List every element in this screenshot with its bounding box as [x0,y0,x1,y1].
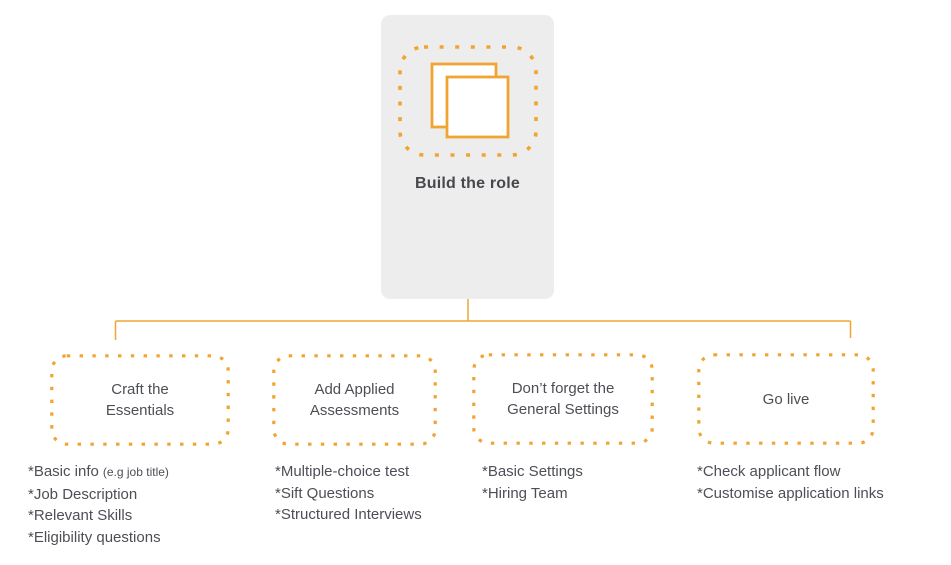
dotted-border [50,354,230,446]
craft-essentials-item-list: *Basic info(e.g job title) *Job Descript… [28,461,169,549]
list-item-text: *Check applicant flow [697,463,841,480]
list-item-text: *Basic Settings [482,463,583,480]
icon-frame [397,45,538,157]
dotted-border [397,45,538,157]
list-item: *Job Description [28,484,169,506]
list-item-note: (e.g job title) [102,465,169,479]
dotted-border [697,353,875,445]
branch-node-label: Don’t forget the General Settings [507,380,619,418]
branch-node-label: Go live [762,390,810,408]
branch-node-label: Craft the Essentials [105,381,175,419]
branch-node-craft-the-essentials: Craft the Essentials [50,354,230,446]
branch-node-go-live: Go live [697,353,875,445]
list-item-text: *Basic info [28,463,99,480]
root-node: Build the role [381,15,554,299]
list-item-text: *Eligibility questions [28,529,161,547]
list-item-text: *Multiple-choice test [275,463,410,480]
list-item: *Structured Interviews [275,504,422,526]
applied-assessments-item-list: *Multiple-choice test *Sift Questions *S… [275,461,422,526]
list-item-text: *Job Description [28,485,138,503]
list-item: *Basic Settings [482,461,583,483]
branch-node-label: Add Applied Assessments [309,381,400,419]
list-item-text: *Relevant Skills [28,507,133,525]
root-node-label: Build the role [414,175,521,192]
list-item: *Relevant Skills [28,505,169,527]
list-item: *Check applicant flow [697,461,884,483]
list-item: *Eligibility questions [28,527,169,549]
general-settings-item-list: *Basic Settings *Hiring Team [482,461,583,504]
branch-node-add-applied-assessments: Add Applied Assessments [272,354,437,446]
branch-node-general-settings: Don’t forget the General Settings [472,353,654,445]
overlapping-squares-icon [430,62,509,139]
list-item: *Sift Questions [275,483,422,505]
go-live-item-list: *Check applicant flow *Customise applica… [697,461,884,504]
list-item: *Customise application links [697,483,884,505]
list-item: *Hiring Team [482,483,583,505]
list-item-text: *Customise application links [697,484,884,502]
list-item: *Basic info(e.g job title) [28,461,169,484]
list-item-text: *Sift Questions [275,484,375,502]
list-item-text: *Structured Interviews [275,506,422,524]
list-item: *Multiple-choice test [275,461,422,483]
dotted-border [272,354,437,446]
list-item-text: *Hiring Team [482,484,568,502]
